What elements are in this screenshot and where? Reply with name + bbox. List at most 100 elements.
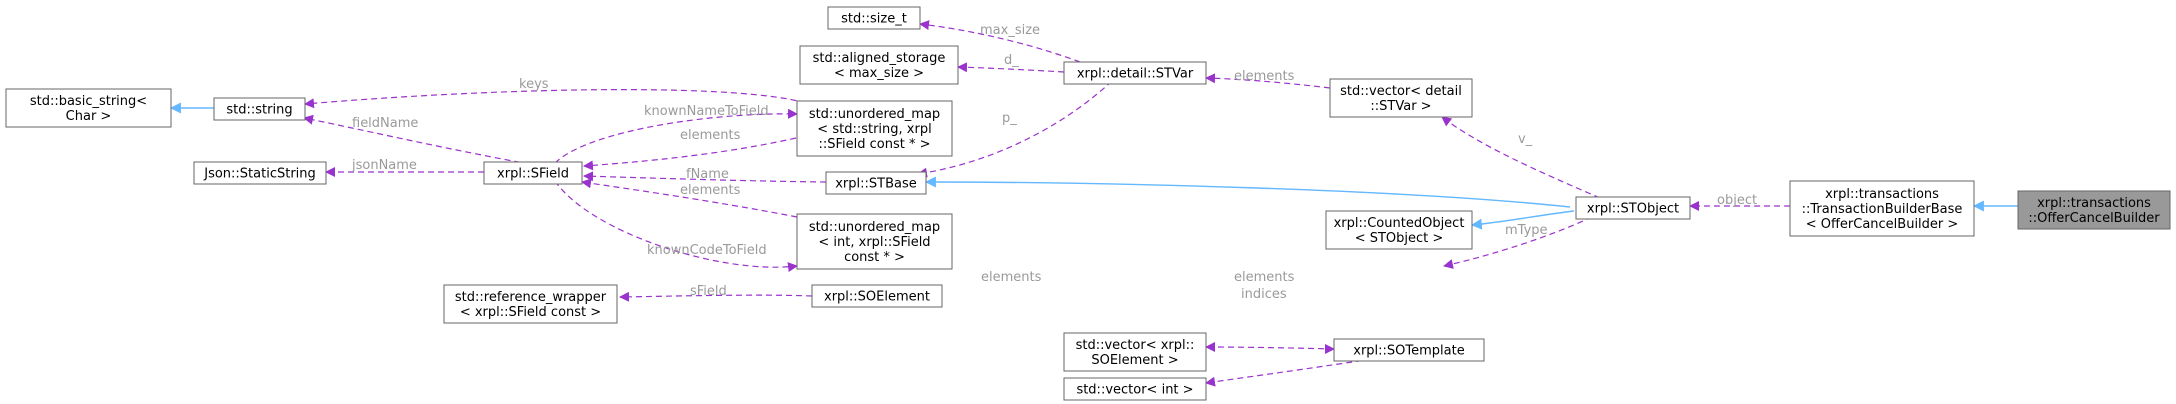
node-label-line: xrpl::STObject (1587, 202, 1679, 217)
node-label-line: < STObject > (1355, 231, 1444, 246)
node-label-line: std::vector< int > (1076, 383, 1193, 398)
node-label-line: < int, xrpl::SField (818, 235, 930, 250)
edge-label-sfield: sField (690, 284, 727, 299)
node-box (811, 284, 943, 308)
edge-label-v: v_ (1518, 132, 1533, 147)
node-label-line: std::unordered_map (809, 220, 940, 235)
node-label-line: < OfferCancelBuilder > (1806, 217, 1959, 232)
node-box (1063, 377, 1207, 401)
edge-keys (304, 89, 807, 109)
node-label-line: std::unordered_map (809, 107, 940, 122)
node-label-line: ::TransactionBuilderBase (1802, 202, 1963, 217)
node-sotemplate[interactable]: xrpl::SOTemplate (1333, 338, 1485, 362)
edge-p (917, 80, 1113, 178)
node-stbase[interactable]: xrpl::STBase (825, 171, 927, 195)
node-label-line: ::OfferCancelBuilder (2028, 211, 2160, 226)
node-vector-stvar[interactable]: std::vector< detail::STVar > (1329, 78, 1473, 118)
node-box (443, 284, 618, 324)
node-soelement[interactable]: xrpl::SOElement (811, 284, 943, 308)
node-size-t[interactable]: std::size_t (827, 6, 921, 30)
edge-inherit-stobject-counted-object (1470, 210, 1575, 230)
node-label-line: std::reference_wrapper (455, 290, 607, 305)
node-label-line: xrpl::CountedObject (1334, 216, 1465, 231)
node-vector-soelement[interactable]: std::vector< xrpl::SOElement > (1063, 332, 1207, 372)
node-stvar[interactable]: xrpl::detail::STVar (1063, 61, 1207, 85)
node-basic-string[interactable]: std::basic_string<Char > (5, 88, 172, 128)
edge-label-elements-umap-int: elements (680, 183, 741, 198)
node-box (1325, 210, 1473, 250)
node-box (213, 97, 306, 121)
edge-indices (1205, 358, 1373, 387)
node-label-line: const * > (844, 250, 905, 265)
node-label-line: < xrpl::SField const > (460, 305, 601, 320)
node-tx-builder-base[interactable]: xrpl::transactions::TransactionBuilderBa… (1789, 180, 1975, 237)
node-stobject[interactable]: xrpl::STObject (1575, 196, 1691, 220)
node-counted-object[interactable]: xrpl::CountedObject< STObject > (1325, 210, 1473, 250)
edge-label-elements-vector-soelement: elements (981, 270, 1042, 285)
edge-label-elements-umap-string: elements (680, 128, 741, 143)
node-vector-int[interactable]: std::vector< int > (1063, 377, 1207, 401)
node-umap-string[interactable]: std::unordered_map< std::string, xrpl::S… (796, 100, 953, 157)
node-offer-cancel-builder[interactable]: xrpl::transactions::OfferCancelBuilder (2017, 190, 2171, 230)
edge-fname (583, 171, 827, 183)
node-box (796, 100, 953, 157)
edge-elements-vector-stvar (1205, 73, 1331, 89)
node-box (1063, 61, 1207, 85)
node-label-line: xrpl::SOTemplate (1353, 344, 1464, 359)
edge-sfield (619, 291, 813, 302)
edge-elements-umap-int (581, 178, 798, 218)
edge-elements-vector-soelement-line (1205, 342, 1335, 353)
edge-label-fieldname: fieldName (352, 116, 418, 131)
node-box (1329, 78, 1473, 118)
node-std-string[interactable]: std::string (213, 97, 306, 121)
node-label-line: xrpl::transactions (1825, 187, 1939, 202)
edge-knowncodetofield (554, 180, 798, 273)
node-label-line: std::basic_string< (30, 94, 147, 109)
edge-fieldname (303, 114, 541, 167)
node-label-line: xrpl::transactions (2037, 196, 2151, 211)
edge-d (957, 62, 1065, 73)
node-box (1789, 180, 1975, 237)
edge-label-jsonname: jsonName (351, 158, 417, 173)
node-box (1063, 332, 1207, 372)
edge-label-d: d_ (1004, 53, 1019, 68)
node-label-line: ::STVar > (1370, 99, 1431, 114)
nodes-layer: std::basic_string<Char > std::stringJson:… (5, 6, 2171, 401)
node-box (1333, 338, 1485, 362)
edge-elements-umap-string (583, 137, 797, 171)
node-aligned-storage[interactable]: std::aligned_storage< max_size > (799, 45, 959, 85)
node-box (825, 171, 927, 195)
edge-max-size (919, 20, 1081, 63)
node-label-line: xrpl::SOElement (824, 290, 930, 305)
node-json-static-string[interactable]: Json::StaticString (193, 161, 327, 185)
node-box (2017, 190, 2171, 230)
edge-label-object: object (1717, 193, 1757, 208)
edge-label-fname: fName (686, 167, 729, 182)
edge-label-keys: keys (519, 77, 549, 92)
node-reference-wrapper[interactable]: std::reference_wrapper< xrpl::SField con… (443, 284, 618, 324)
node-label-line: std::size_t (841, 12, 907, 27)
edge-v (1441, 116, 1601, 199)
node-label-line: Char > (66, 109, 112, 124)
edge-label-p: p_ (1002, 111, 1017, 126)
node-label-line: < std::string, xrpl (817, 122, 931, 137)
node-box (799, 45, 959, 85)
edge-label-knownnametofield: knownNameToField (644, 104, 769, 119)
node-label-line: std::vector< xrpl:: (1076, 338, 1195, 353)
node-label-line: Json::StaticString (203, 167, 316, 182)
node-box (483, 161, 583, 185)
node-label-line: std::vector< detail (1340, 84, 1462, 99)
edge-label-mtype: mType (1505, 223, 1548, 238)
node-label-line: < max_size > (834, 66, 924, 81)
node-label-line: std::string (226, 103, 292, 118)
node-label-line: ::SField const * > (818, 137, 930, 152)
edge-label-indices: indices (1241, 287, 1287, 302)
node-box (193, 161, 327, 185)
node-box (827, 6, 921, 30)
node-box (5, 88, 172, 128)
node-sfield[interactable]: xrpl::SField (483, 161, 583, 185)
node-box (796, 213, 953, 270)
node-umap-int[interactable]: std::unordered_map< int, xrpl::SFieldcon… (796, 213, 953, 270)
node-label-line: xrpl::STBase (835, 177, 917, 192)
